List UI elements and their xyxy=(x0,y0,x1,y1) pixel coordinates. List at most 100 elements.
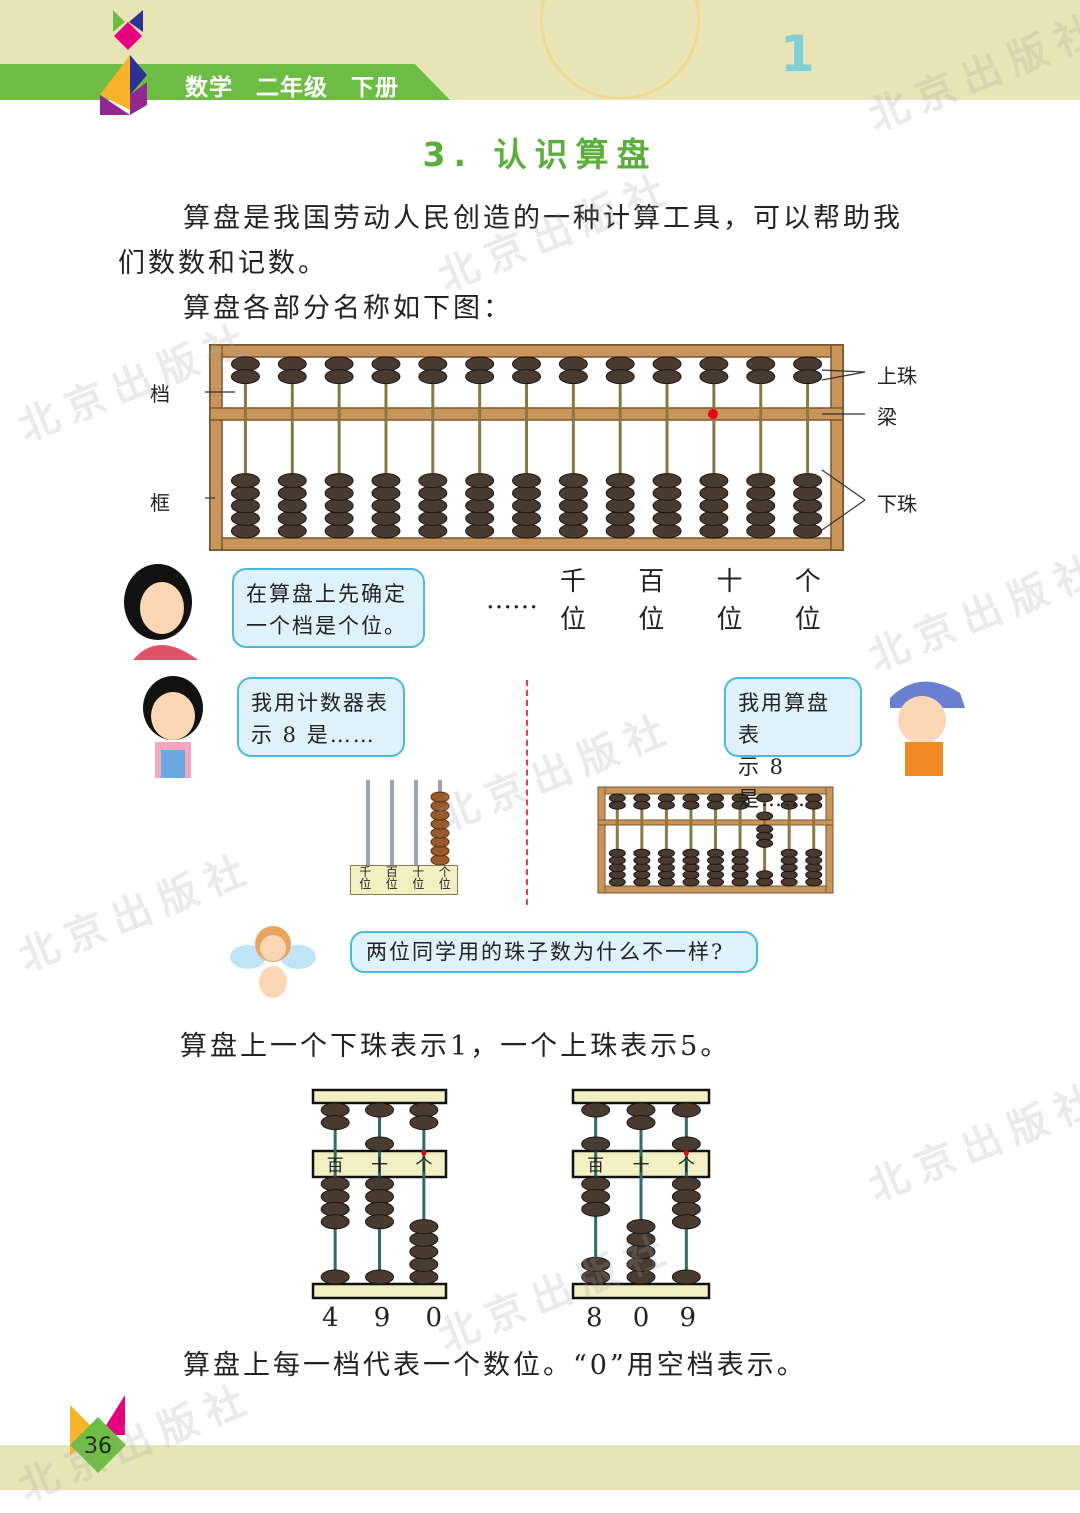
abacus-bead xyxy=(699,473,729,489)
abacus-bead xyxy=(605,473,635,489)
abacus-bead xyxy=(699,485,729,501)
abacus-bead xyxy=(682,800,700,810)
abacus-bead xyxy=(699,510,729,526)
abacus-bead xyxy=(626,1115,656,1131)
abacus-bead xyxy=(409,1231,439,1247)
abacus-bead xyxy=(409,1269,439,1285)
abacus-bead xyxy=(652,510,682,526)
abacus-bead xyxy=(756,870,774,880)
abacus-bead xyxy=(746,356,776,372)
abacus-bead xyxy=(409,1256,439,1272)
label-frame: 框 xyxy=(150,491,170,515)
abacus-bead xyxy=(465,523,495,539)
abacus-bead xyxy=(652,498,682,514)
intro-line-1: 算盘是我国劳动人民创造的一种计算工具，可以帮助我 xyxy=(183,203,903,234)
place-names-top: 千 百 十 个 xyxy=(560,567,841,597)
abacus-bead xyxy=(324,369,354,385)
counter-label: 十位 xyxy=(412,865,425,891)
counter-bead xyxy=(430,791,450,803)
abacus-bead xyxy=(793,356,823,372)
abacus-bead xyxy=(793,510,823,526)
counter-base: 千位 百位 十位 个位 xyxy=(350,865,458,895)
bubble-line: 示 8 是…… xyxy=(251,723,376,747)
counter-label: 百位 xyxy=(385,865,398,891)
example-abacus-bar xyxy=(311,1282,448,1300)
abacus-bead xyxy=(746,523,776,539)
abacus-bead xyxy=(581,1176,611,1192)
abacus-bead xyxy=(608,848,626,858)
abacus-bead xyxy=(756,793,774,803)
abacus-bead xyxy=(409,1102,439,1118)
digit: 8 xyxy=(586,1303,603,1333)
unit-rod-marker xyxy=(683,1150,689,1156)
abacus-bead xyxy=(409,1219,439,1235)
intro-line-2: 们数数和记数。 xyxy=(118,248,328,279)
divider-dashed-line xyxy=(526,680,528,905)
abacus-bead xyxy=(465,356,495,372)
abacus-frame-bar xyxy=(830,344,844,551)
abacus-bead xyxy=(277,498,307,514)
abacus-bead xyxy=(558,356,588,372)
abacus-bead xyxy=(746,498,776,514)
abacus-bead xyxy=(657,800,675,810)
abacus-bead xyxy=(652,473,682,489)
abacus-bead xyxy=(605,356,635,372)
abacus-bead xyxy=(365,1269,394,1285)
angel-illustration xyxy=(230,926,316,998)
abacus-bead xyxy=(671,1176,701,1192)
place-label: 十 xyxy=(371,1156,388,1176)
abacus-bead xyxy=(605,510,635,526)
abacus-bead xyxy=(512,485,541,501)
intro-line-3: 算盘各部分名称如下图： xyxy=(183,293,513,324)
abacus-bead xyxy=(793,369,823,385)
abacus-bead xyxy=(581,1256,611,1272)
abacus-bead xyxy=(365,1102,394,1118)
girl-illustration xyxy=(143,676,203,778)
abacus-bead xyxy=(581,1269,611,1285)
abacus-frame-bar xyxy=(209,344,844,358)
abacus-bead xyxy=(230,485,260,501)
lesson-title: 3. 认识算盘 xyxy=(422,135,658,174)
label-pointer-line xyxy=(821,369,866,381)
small-abacus-frame xyxy=(597,786,606,894)
abacus-bead xyxy=(671,1201,701,1217)
abacus-bead xyxy=(512,523,541,539)
abacus-bead xyxy=(558,523,588,539)
label-pointer-line xyxy=(821,469,866,531)
abacus-bead xyxy=(230,510,260,526)
abacus-bead xyxy=(324,356,354,372)
abacus-bead xyxy=(805,800,823,810)
footer-band xyxy=(0,1445,1080,1490)
abacus-bead xyxy=(626,1256,656,1272)
abacus-bead xyxy=(230,356,260,372)
abacus-bead xyxy=(780,848,798,858)
abacus-bead xyxy=(418,356,448,372)
digit: 0 xyxy=(632,1303,650,1333)
page-number: 36 xyxy=(84,1434,112,1459)
abacus-bead xyxy=(512,473,541,489)
abacus-bead xyxy=(324,498,354,514)
abacus-bead xyxy=(371,510,401,526)
abacus-bead xyxy=(558,369,588,385)
abacus-bead xyxy=(581,1189,611,1205)
abacus-bead xyxy=(418,473,448,489)
abacus-bead xyxy=(465,473,495,489)
abacus-bead xyxy=(699,523,729,539)
counter-rod xyxy=(414,780,418,866)
abacus-bead xyxy=(371,523,401,539)
abacus-bead xyxy=(699,498,729,514)
counter-rod xyxy=(366,780,370,866)
abacus-bead xyxy=(512,510,541,526)
abacus-bead xyxy=(465,498,495,514)
abacus-bead xyxy=(558,510,588,526)
abacus-bead xyxy=(277,510,307,526)
abacus-bead xyxy=(320,1269,350,1285)
abacus-bead xyxy=(756,811,774,821)
label-beam: 梁 xyxy=(877,405,897,429)
abacus-bead xyxy=(230,498,260,514)
rule-rods: 算盘上每一档代表一个数位。“0”用空档表示。 xyxy=(183,1350,807,1381)
abacus-bead xyxy=(581,1201,611,1217)
abacus-bead xyxy=(320,1102,350,1118)
abacus-bead xyxy=(320,1115,350,1131)
abacus-bead xyxy=(512,369,541,385)
